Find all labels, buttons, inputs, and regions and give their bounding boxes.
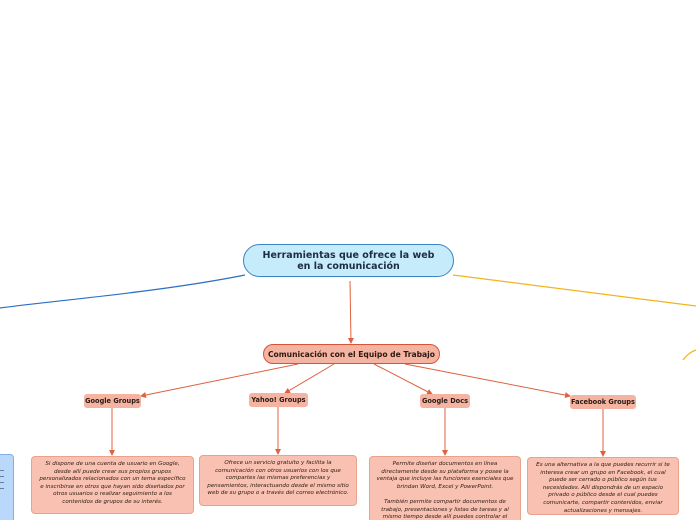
- sub-to-yahoo-groups-line: [284, 363, 335, 394]
- topic-yahoo-groups[interactable]: Yahoo! Groups: [249, 393, 308, 407]
- topic-facebook-groups[interactable]: Facebook Groups: [570, 395, 636, 409]
- desc-text: Es una alternativa a la que puedes recur…: [536, 462, 670, 514]
- desc-facebook-groups[interactable]: Es una alternativa a la que puedes recur…: [527, 457, 679, 515]
- topic-label: Facebook Groups: [571, 398, 635, 406]
- desc-text: Si dispone de una cuenta de usuario en G…: [39, 461, 186, 505]
- root-to-sub-line: [347, 280, 354, 344]
- desc-text: Ofrece un servicio gratuito y facilita l…: [207, 460, 349, 497]
- subtopic-label: Comunicación con el Equipo de Trabajo: [267, 349, 436, 359]
- desc-google-groups[interactable]: Si dispone de una cuenta de usuario en G…: [31, 456, 194, 514]
- desc-yahoo-groups[interactable]: Ofrece un servicio gratuito y facilita l…: [199, 455, 357, 506]
- sub-to-google-groups-line: [140, 363, 299, 398]
- topic-label: Google Docs: [421, 397, 469, 405]
- desc-google-docs[interactable]: Permite diseñar documentos en línea dire…: [369, 456, 521, 520]
- offscreen-left-node-text-fragment: [0, 465, 6, 489]
- desc-text: Permite diseñar documentos en línea dire…: [376, 461, 514, 520]
- sub-to-google-docs-line: [373, 363, 433, 395]
- root-topic-node[interactable]: Herramientas que ofrece la web en la com…: [243, 244, 454, 277]
- topic-label: Yahoo! Groups: [251, 396, 306, 404]
- subtopic-node[interactable]: Comunicación con el Equipo de Trabajo: [263, 344, 440, 364]
- sub-to-facebook-groups-line: [404, 363, 571, 398]
- right-branch-line: [452, 274, 696, 307]
- topic-google-groups[interactable]: Google Groups: [84, 394, 141, 408]
- topic-google-docs[interactable]: Google Docs: [420, 394, 470, 408]
- right-lower-branch-line: [682, 349, 696, 361]
- root-topic-label: Herramientas que ofrece la web en la com…: [262, 249, 435, 272]
- left-branch-line: [0, 274, 246, 309]
- topic-label: Google Groups: [85, 397, 140, 405]
